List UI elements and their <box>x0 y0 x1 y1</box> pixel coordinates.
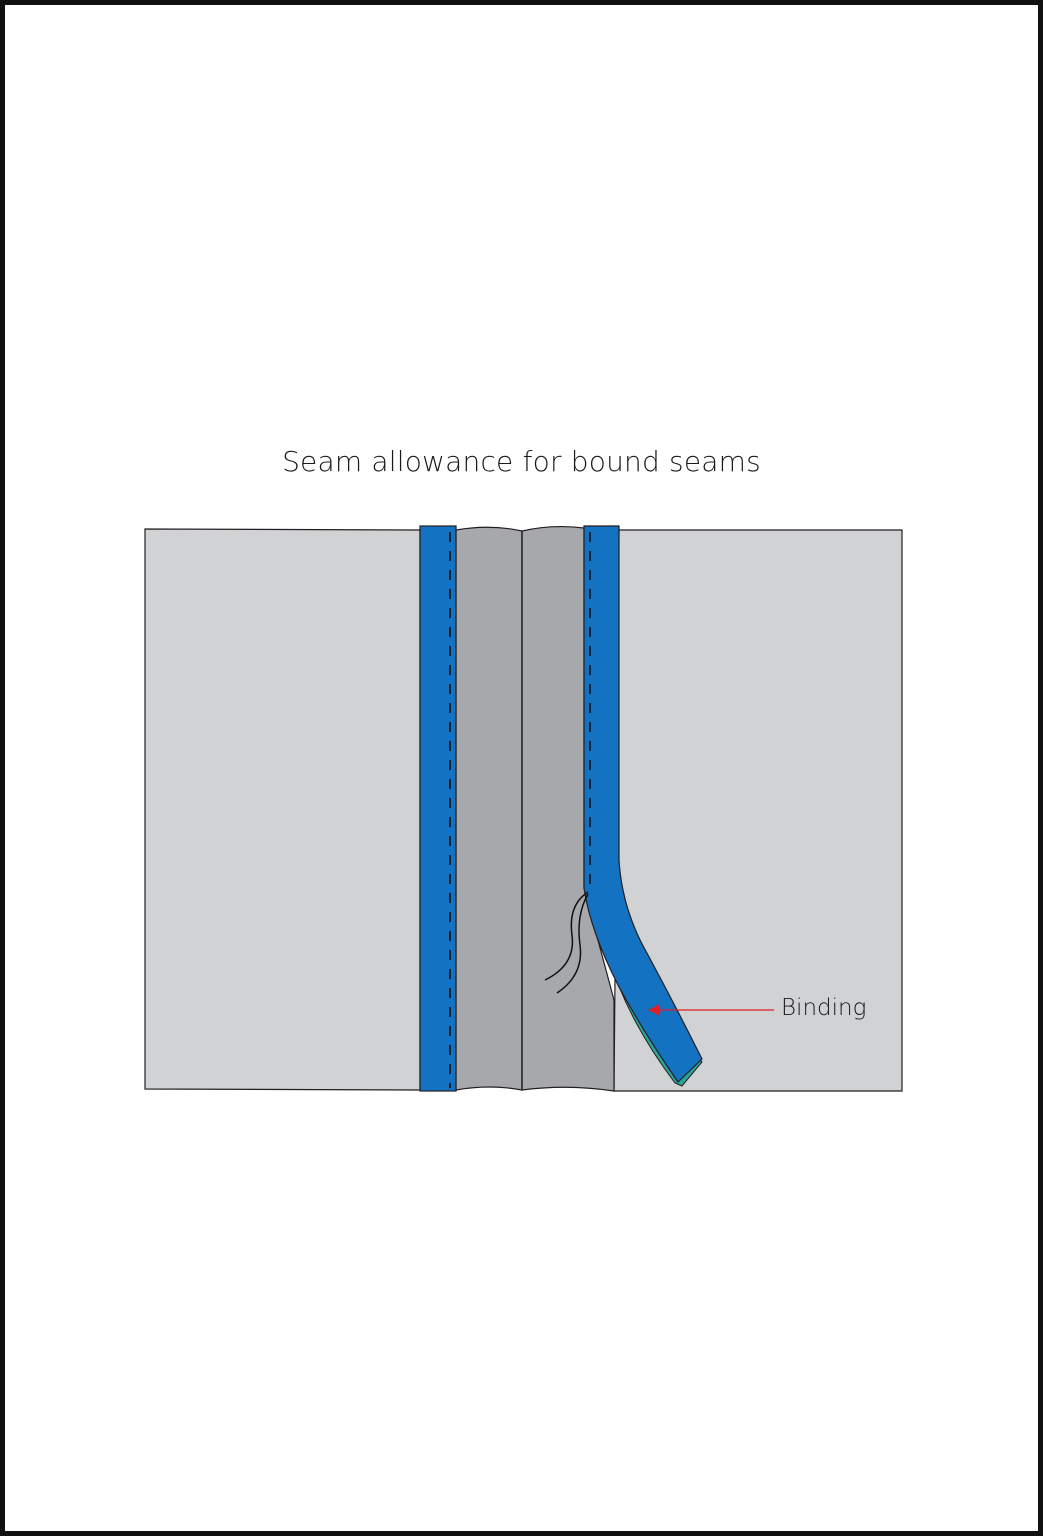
binding-label: Binding <box>781 995 867 1021</box>
diagram-title: Seam allowance for bound seams <box>282 445 761 478</box>
loose-thread-2 <box>556 893 589 994</box>
binding-leader-arrowhead <box>648 1004 660 1016</box>
seam-allowance-right <box>521 525 615 1092</box>
seam-allowance-left <box>455 526 523 1091</box>
binding-right <box>583 525 703 1083</box>
loose-thread-1 <box>544 891 589 981</box>
fabric-left <box>144 528 421 1091</box>
